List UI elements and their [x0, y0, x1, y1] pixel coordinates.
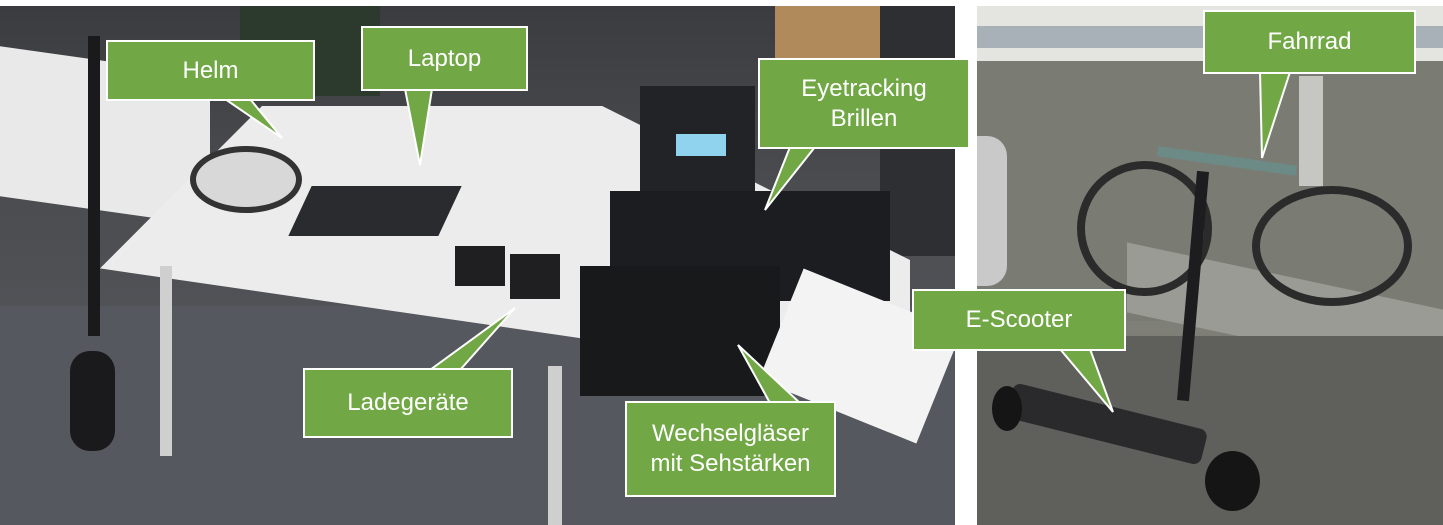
callout-eyetracking-line1: Eyetracking — [801, 74, 927, 102]
callout-wechselglaeser: Wechselgläser mit Sehstärken — [625, 401, 836, 497]
scooter-wheel — [70, 351, 115, 451]
lens-case — [580, 266, 780, 396]
callout-ladegeraete-text: Ladegeräte — [347, 389, 469, 416]
callout-ladegeraete: Ladegeräte — [303, 368, 513, 438]
callout-fahrrad-text: Fahrrad — [1267, 28, 1352, 55]
callout-fahrrad: Fahrrad — [1203, 10, 1416, 74]
callout-wechsel-line2: mit Sehstärken — [650, 450, 811, 477]
bike-wheel — [1252, 186, 1412, 306]
escooter-wheel — [992, 386, 1022, 431]
callout-laptop-text: Laptop — [407, 44, 482, 72]
table-leg — [160, 266, 172, 456]
escooter-wheel — [1205, 451, 1260, 511]
callout-helm: Helm — [106, 40, 315, 101]
bike-wheel — [1077, 161, 1212, 296]
callout-wechsel-line1: Wechselgläser — [652, 420, 809, 447]
charger-shape — [455, 246, 505, 286]
table-leg — [548, 366, 562, 525]
blue-card — [676, 134, 726, 156]
laptop-shape — [288, 186, 462, 236]
pole — [1299, 76, 1323, 186]
callout-eyetracking: Eyetracking Brillen — [758, 58, 970, 149]
scooter-stem — [88, 36, 100, 336]
callout-laptop: Laptop — [361, 26, 528, 91]
callout-escooter-text: E-Scooter — [965, 306, 1073, 333]
callout-helm-text: Helm — [182, 56, 239, 84]
helmet-shape — [190, 146, 302, 213]
car — [977, 136, 1007, 286]
callout-escooter: E-Scooter — [912, 289, 1126, 351]
callout-eyetracking-line2: Brillen — [830, 104, 898, 132]
photo-outdoor-vehicles — [977, 6, 1443, 525]
charger-shape — [510, 254, 560, 299]
